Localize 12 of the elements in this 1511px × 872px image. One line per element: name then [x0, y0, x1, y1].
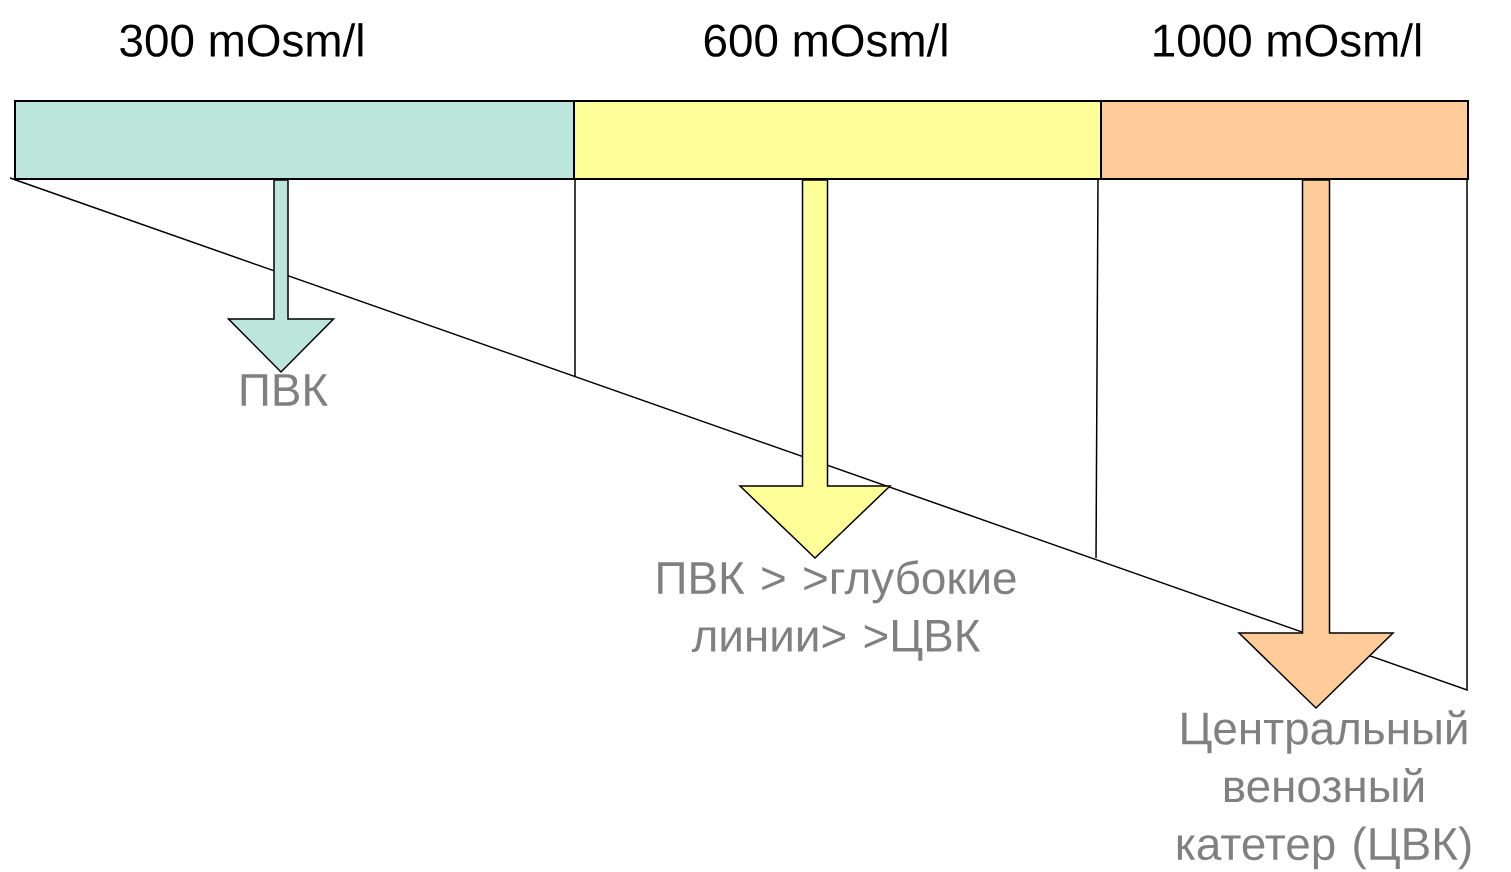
scale-band	[1100, 100, 1470, 180]
band-heading: 600 mOsm/l	[704, 23, 947, 57]
scale-band	[14, 100, 575, 180]
catheter-label: ПВК > >глубокие линии> >ЦВК	[658, 560, 1016, 661]
block-arrow	[226, 179, 336, 374]
catheter-label: Центральный венозный катетер (ЦВК)	[1177, 710, 1471, 870]
block-arrow	[1237, 179, 1395, 710]
band-heading: 1000 mOsm/l	[1154, 23, 1421, 57]
block-arrow	[738, 179, 892, 560]
catheter-label: ПВК	[241, 374, 328, 406]
band-heading: 300 mOsm/l	[120, 23, 363, 57]
scale-band	[573, 100, 1102, 180]
